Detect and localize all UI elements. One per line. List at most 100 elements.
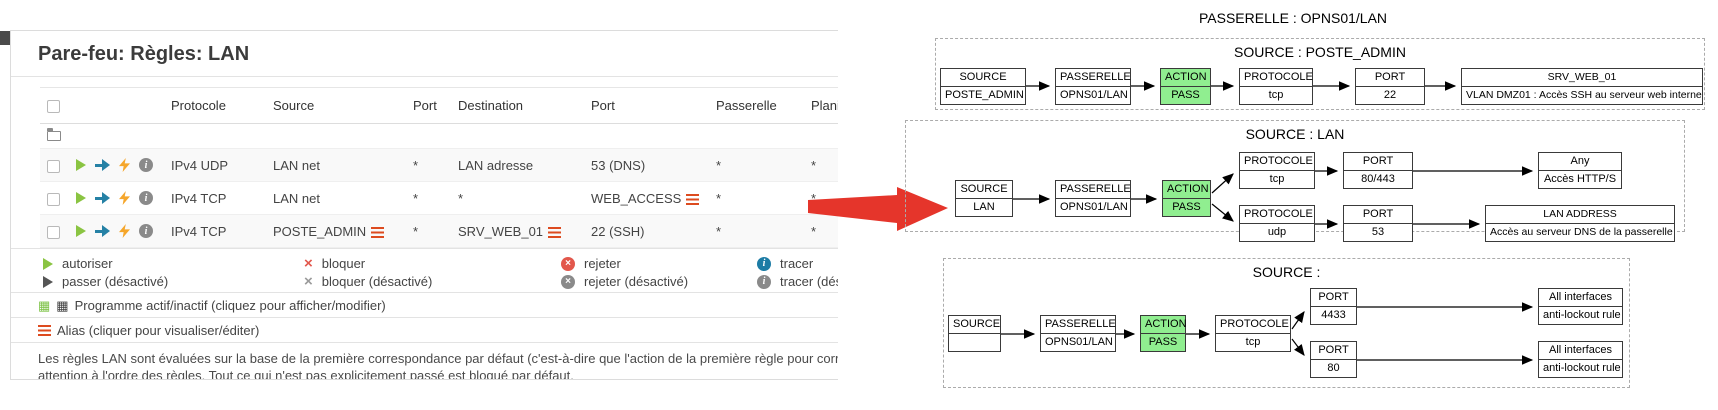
node-gateway: PASSERELLE OPNS01/LAN — [1055, 68, 1131, 105]
diagram-group-antilockout: SOURCE : — [943, 258, 1630, 388]
legend: autoriser passer (désactivé) × bloquer ×… — [11, 248, 838, 292]
node-all-interfaces-1: All interfaces anti-lockout rule — [1538, 288, 1623, 325]
panel-header: Pare-feu: Règles: LAN — [11, 31, 838, 77]
page-title: Pare-feu: Règles: LAN — [38, 43, 250, 65]
cell-destination: SRV_WEB_01 — [454, 214, 587, 248]
node-destination: SRV_WEB_01 VLAN DMZ01 : Accès SSH au ser… — [1461, 68, 1703, 105]
alias-icon — [38, 324, 51, 336]
group-label: SOURCE : — [1252, 264, 1321, 280]
alias-icon[interactable] — [686, 193, 700, 205]
row-checkbox[interactable] — [47, 159, 60, 173]
info-icon[interactable]: i — [139, 191, 153, 205]
quick-match-icon[interactable] — [119, 158, 130, 172]
node-protocol-udp: PROTOCOLE udp — [1239, 205, 1315, 242]
cell-destination: * — [454, 181, 587, 215]
cell-dest-port: 53 (DNS) — [587, 148, 712, 182]
node-port-80: PORT 80 — [1310, 341, 1357, 378]
log-icon: i — [757, 256, 771, 271]
column-destination: Destination — [454, 87, 587, 124]
column-port: Port — [409, 87, 454, 124]
dest-port-alias: WEB_ACCESS — [591, 190, 682, 206]
pass-disabled-icon — [43, 275, 53, 288]
cell-protocol: IPv4 TCP — [167, 214, 269, 248]
table-row[interactable]: i IPv4 TCP LAN net * * WEB_ACCESS * * — [40, 181, 838, 215]
cell-gateway: * — [712, 214, 807, 248]
node-gateway: PASSERELLE OPNS01/LAN — [1040, 315, 1116, 352]
pass-rule-icon[interactable] — [76, 159, 86, 171]
schedule-active-icon: ▦ — [38, 297, 51, 313]
column-dest-port: Port — [587, 87, 712, 124]
log-disabled-icon: i — [757, 274, 771, 289]
cell-port: * — [409, 214, 454, 248]
node-action: ACTION PASS — [1160, 68, 1211, 105]
cell-port: * — [409, 181, 454, 215]
legend-block: × bloquer — [304, 254, 366, 272]
sidebar-edge-fragment — [0, 31, 11, 45]
cell-destination: LAN adresse — [454, 148, 587, 182]
info-icon[interactable]: i — [139, 224, 153, 238]
cell-source: POSTE_ADMIN — [269, 214, 409, 248]
column-schedule: Planification — [807, 87, 838, 124]
table-row[interactable]: i IPv4 UDP LAN net * LAN adresse 53 (DNS… — [40, 148, 838, 182]
alias-note-row[interactable]: Alias (cliquer pour visualiser/éditer) — [11, 317, 838, 342]
node-gateway: PASSERELLE OPNS01/LAN — [1055, 180, 1131, 217]
node-port-4433: PORT 4433 — [1310, 288, 1357, 325]
category-row[interactable] — [40, 123, 838, 149]
schedule-note-text: Programme actif/inactif (cliquez pour af… — [74, 297, 386, 313]
schedule-note-row[interactable]: ▦ ▦ Programme actif/inactif (cliquez pou… — [11, 292, 838, 317]
legend-log-disabled: i tracer (désactivé) — [757, 274, 838, 289]
alias-icon[interactable] — [371, 226, 385, 238]
node-source: SOURCE LAN — [955, 180, 1013, 217]
node-port: PORT 22 — [1355, 68, 1425, 105]
cell-port: * — [409, 148, 454, 182]
info-icon[interactable]: i — [139, 158, 153, 172]
direction-icon[interactable] — [95, 225, 110, 237]
cell-gateway: * — [712, 148, 807, 182]
node-protocol: PROTOCOLE tcp — [1215, 315, 1291, 352]
group-label: SOURCE : POSTE_ADMIN — [1234, 44, 1406, 60]
cell-dest-port: WEB_ACCESS — [587, 181, 712, 215]
legend-reject-disabled: × rejeter (désactivé) — [561, 274, 688, 289]
pass-rule-icon[interactable] — [76, 192, 86, 204]
node-dest-http: Any Accès HTTP/S — [1538, 152, 1622, 189]
node-action: ACTION PASS — [1140, 315, 1187, 352]
legend-block-disabled: × bloquer (désactivé) — [304, 272, 433, 290]
select-all-checkbox[interactable] — [47, 100, 60, 114]
node-protocol: PROTOCOLE tcp — [1239, 68, 1313, 105]
direction-icon[interactable] — [95, 192, 110, 204]
alias-icon[interactable] — [548, 226, 562, 238]
cell-schedule: * — [807, 148, 838, 182]
quick-match-icon[interactable] — [119, 224, 130, 238]
quick-match-icon[interactable] — [119, 191, 130, 205]
column-source: Source — [269, 87, 409, 124]
cell-protocol: IPv4 UDP — [167, 148, 269, 182]
diagram-group-poste-admin: SOURCE : POSTE_ADMIN — [935, 38, 1705, 110]
table-row[interactable]: i IPv4 TCP POSTE_ADMIN * SRV_WEB_01 22 (… — [40, 214, 838, 248]
reject-disabled-icon: × — [561, 274, 575, 289]
node-protocol-tcp: PROTOCOLE tcp — [1239, 152, 1315, 189]
block-icon: × — [304, 254, 313, 272]
schedule-inactive-icon: ▦ — [56, 297, 69, 313]
node-action: ACTION PASS — [1162, 180, 1211, 217]
diagram-title: PASSERELLE : OPNS01/LAN — [1198, 10, 1388, 26]
legend-pass: autoriser — [43, 256, 113, 271]
direction-icon[interactable] — [95, 159, 110, 171]
cell-source: LAN net — [269, 148, 409, 182]
folder-icon[interactable] — [47, 127, 61, 141]
node-all-interfaces-2: All interfaces anti-lockout rule — [1538, 341, 1623, 378]
pass-icon — [43, 257, 53, 270]
legend-reject: × rejeter — [561, 256, 621, 271]
pass-rule-icon[interactable] — [76, 225, 86, 237]
group-label: SOURCE : LAN — [1245, 126, 1345, 142]
cell-protocol: IPv4 TCP — [167, 181, 269, 215]
row-checkbox[interactable] — [47, 225, 60, 239]
destination-alias: SRV_WEB_01 — [458, 223, 544, 239]
cell-schedule: * — [807, 181, 838, 215]
node-port-http: PORT 80/443 — [1343, 152, 1413, 189]
column-protocol: Protocole — [167, 87, 269, 124]
row-checkbox[interactable] — [47, 192, 60, 206]
node-port-dns: PORT 53 — [1343, 205, 1413, 242]
reject-icon: × — [561, 256, 575, 271]
node-dest-dns: LAN ADDRESS Accès au serveur DNS de la p… — [1485, 205, 1675, 242]
